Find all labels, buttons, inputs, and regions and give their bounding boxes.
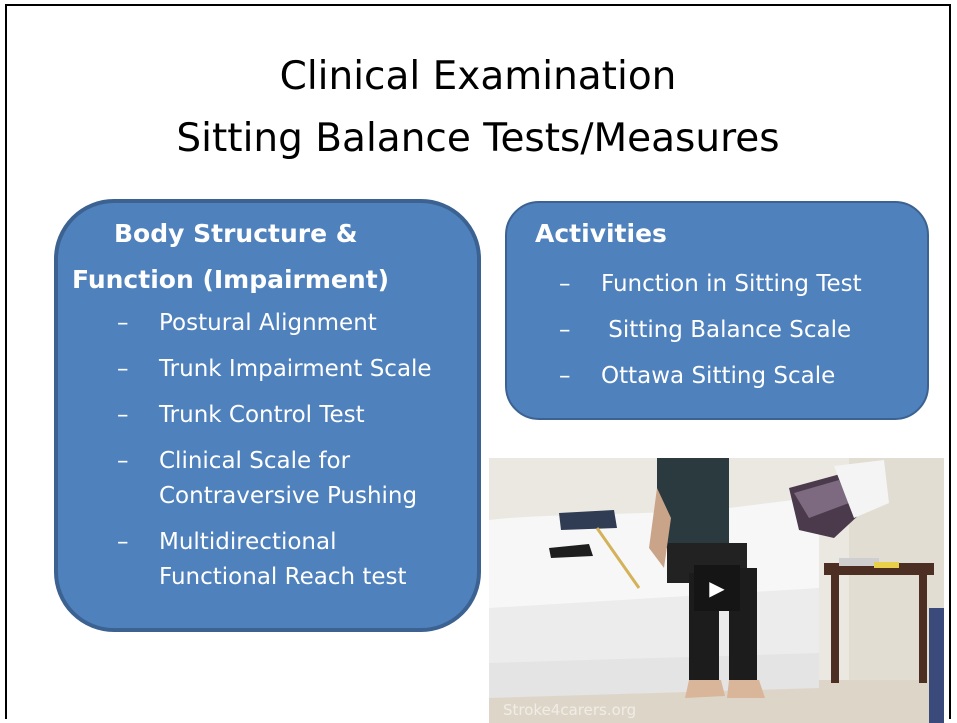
bullet-dash: – <box>559 363 571 389</box>
impairment-measures-list: – Postural Alignment – Trunk Impairment … <box>117 312 432 612</box>
bullet-dash: – <box>117 529 129 555</box>
list-item-label: Postural Alignment <box>159 310 377 336</box>
list-item-label: Trunk Impairment Scale <box>159 356 432 382</box>
bullet-dash: – <box>117 402 129 428</box>
list-item: – Clinical Scale for Contraversive Pushi… <box>117 450 432 508</box>
title-line-1: Clinical Examination <box>279 54 677 99</box>
list-item-label: Trunk Control Test <box>159 402 365 428</box>
video-watermark: Stroke4carers.org <box>503 701 637 719</box>
play-button[interactable]: ▶ <box>694 565 740 611</box>
body-structure-heading-line-1: Body Structure & <box>114 219 358 248</box>
bullet-dash: – <box>559 317 571 343</box>
body-structure-box: Body Structure & Function (Impairment) –… <box>54 199 481 632</box>
play-icon: ▶ <box>709 577 725 600</box>
list-item: – Function in Sitting Test <box>559 273 862 296</box>
activities-heading: Activities <box>535 219 667 248</box>
video-scene <box>489 458 944 723</box>
list-item: – Ottawa Sitting Scale <box>559 365 862 388</box>
list-item-label: Clinical Scale for <box>159 448 351 474</box>
list-item-label-continued: Contraversive Pushing <box>159 483 418 509</box>
bullet-dash: – <box>117 448 129 474</box>
body-structure-heading-line-2: Function (Impairment) <box>72 265 390 294</box>
list-item: – Postural Alignment <box>117 312 432 335</box>
activities-box: Activities – Function in Sitting Test – … <box>505 201 929 420</box>
bullet-dash: – <box>117 356 129 382</box>
slide: Clinical Examination Sitting Balance Tes… <box>5 4 951 723</box>
list-item-label: Multidirectional <box>159 529 337 555</box>
bullet-dash: – <box>117 310 129 336</box>
list-item-label: Sitting Balance Scale <box>601 317 852 343</box>
bullet-dash: – <box>559 271 571 297</box>
list-item: – Multidirectional Functional Reach test <box>117 531 432 589</box>
slide-title: Clinical Examination Sitting Balance Tes… <box>7 46 949 170</box>
activity-measures-list: – Function in Sitting Test – Sitting Bal… <box>559 273 862 411</box>
title-line-2: Sitting Balance Tests/Measures <box>176 116 780 161</box>
list-item: – Trunk Control Test <box>117 404 432 427</box>
list-item: – Sitting Balance Scale <box>559 319 862 342</box>
list-item-label-continued: Functional Reach test <box>159 564 407 590</box>
list-item: – Trunk Impairment Scale <box>117 358 432 381</box>
video-thumbnail[interactable]: ▶ Stroke4carers.org <box>489 458 944 723</box>
list-item-label: Ottawa Sitting Scale <box>601 363 836 389</box>
list-item-label: Function in Sitting Test <box>601 271 862 297</box>
